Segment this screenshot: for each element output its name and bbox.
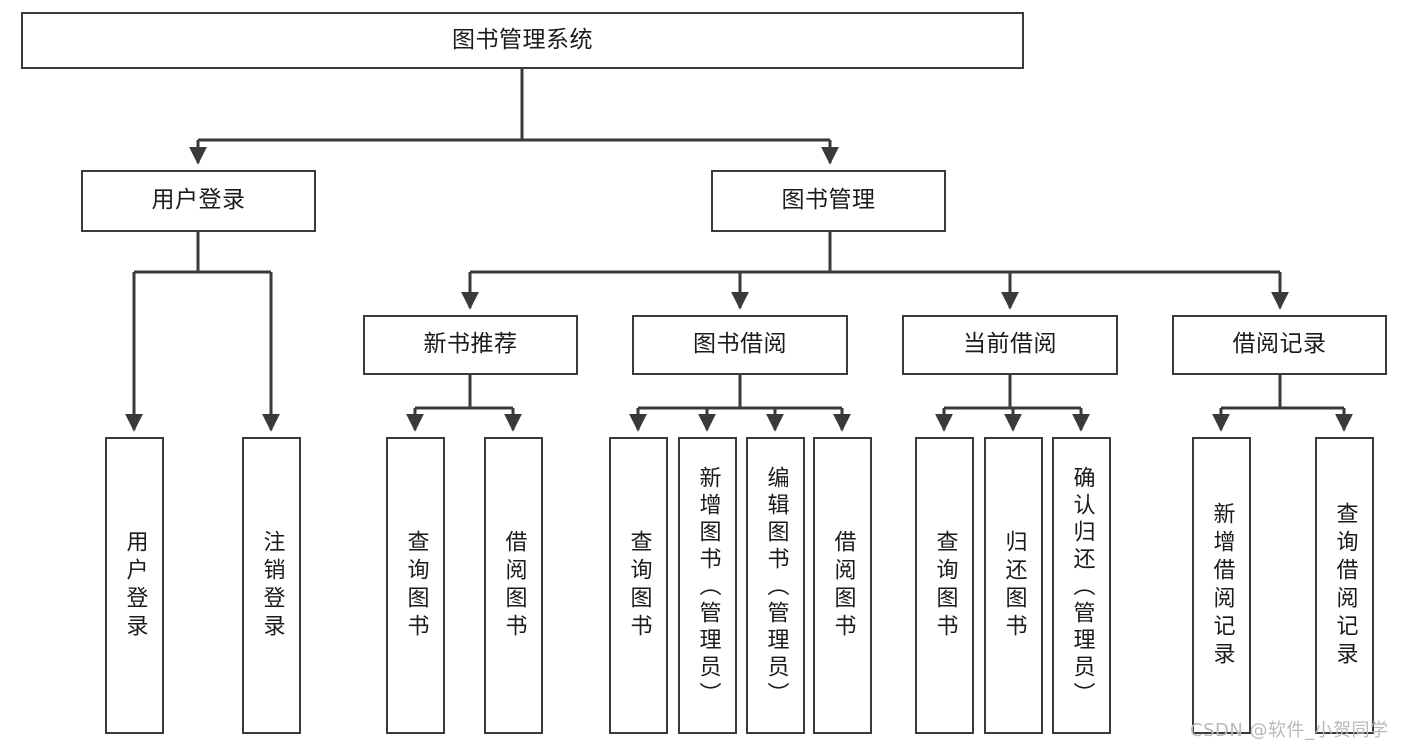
node-leaf-user-login-label: 用户登录 [122, 529, 148, 642]
node-book-borrow[interactable]: 图书借阅 [632, 315, 848, 375]
node-leaf-logout[interactable]: 注销登录 [242, 437, 301, 734]
node-book-manage-label: 图书管理 [781, 187, 876, 214]
node-book-manage[interactable]: 图书管理 [711, 170, 946, 232]
node-leaf-borrow-book-1-label: 借阅图书 [501, 529, 527, 642]
node-leaf-borrow-book-2-label: 借阅图书 [830, 529, 856, 642]
node-leaf-add-book-admin-label: 新增图书（管理员） [695, 466, 721, 709]
node-current-borrow[interactable]: 当前借阅 [902, 315, 1118, 375]
node-leaf-confirm-return-admin-label: 确认归还（管理员） [1069, 466, 1095, 709]
node-leaf-add-borrow-record-label: 新增借阅记录 [1209, 501, 1235, 670]
node-leaf-query-book-3-label: 查询图书 [932, 529, 958, 642]
csdn-watermark: CSDN @软件_小贺同学 [1190, 720, 1389, 741]
node-current-borrow-label: 当前借阅 [963, 331, 1057, 358]
node-root-label: 图书管理系统 [452, 26, 593, 53]
node-leaf-query-borrow-record-label: 查询借阅记录 [1332, 501, 1358, 670]
node-leaf-add-book-admin[interactable]: 新增图书（管理员） [678, 437, 737, 734]
node-leaf-query-book-3[interactable]: 查询图书 [915, 437, 974, 734]
node-new-book-recommend[interactable]: 新书推荐 [363, 315, 578, 375]
node-leaf-return-book[interactable]: 归还图书 [984, 437, 1043, 734]
node-leaf-query-book-2[interactable]: 查询图书 [609, 437, 668, 734]
node-new-book-recommend-label: 新书推荐 [423, 331, 518, 358]
node-user-login-label: 用户登录 [151, 187, 246, 214]
node-leaf-query-book-1[interactable]: 查询图书 [386, 437, 445, 734]
node-borrow-record-label: 借阅记录 [1232, 331, 1327, 358]
node-borrow-record[interactable]: 借阅记录 [1172, 315, 1387, 375]
node-book-borrow-label: 图书借阅 [693, 331, 787, 358]
node-leaf-logout-label: 注销登录 [259, 529, 285, 642]
node-leaf-edit-book-admin-label: 编辑图书（管理员） [763, 466, 789, 709]
node-leaf-return-book-label: 归还图书 [1001, 529, 1027, 642]
node-user-login[interactable]: 用户登录 [81, 170, 316, 232]
node-leaf-query-book-2-label: 查询图书 [626, 529, 652, 642]
node-leaf-query-borrow-record[interactable]: 查询借阅记录 [1315, 437, 1374, 734]
node-leaf-add-borrow-record[interactable]: 新增借阅记录 [1192, 437, 1251, 734]
node-leaf-confirm-return-admin[interactable]: 确认归还（管理员） [1052, 437, 1111, 734]
node-leaf-query-book-1-label: 查询图书 [403, 529, 429, 642]
node-leaf-user-login[interactable]: 用户登录 [105, 437, 164, 734]
node-leaf-borrow-book-2[interactable]: 借阅图书 [813, 437, 872, 734]
node-root[interactable]: 图书管理系统 [21, 12, 1024, 69]
node-leaf-edit-book-admin[interactable]: 编辑图书（管理员） [746, 437, 805, 734]
node-leaf-borrow-book-1[interactable]: 借阅图书 [484, 437, 543, 734]
